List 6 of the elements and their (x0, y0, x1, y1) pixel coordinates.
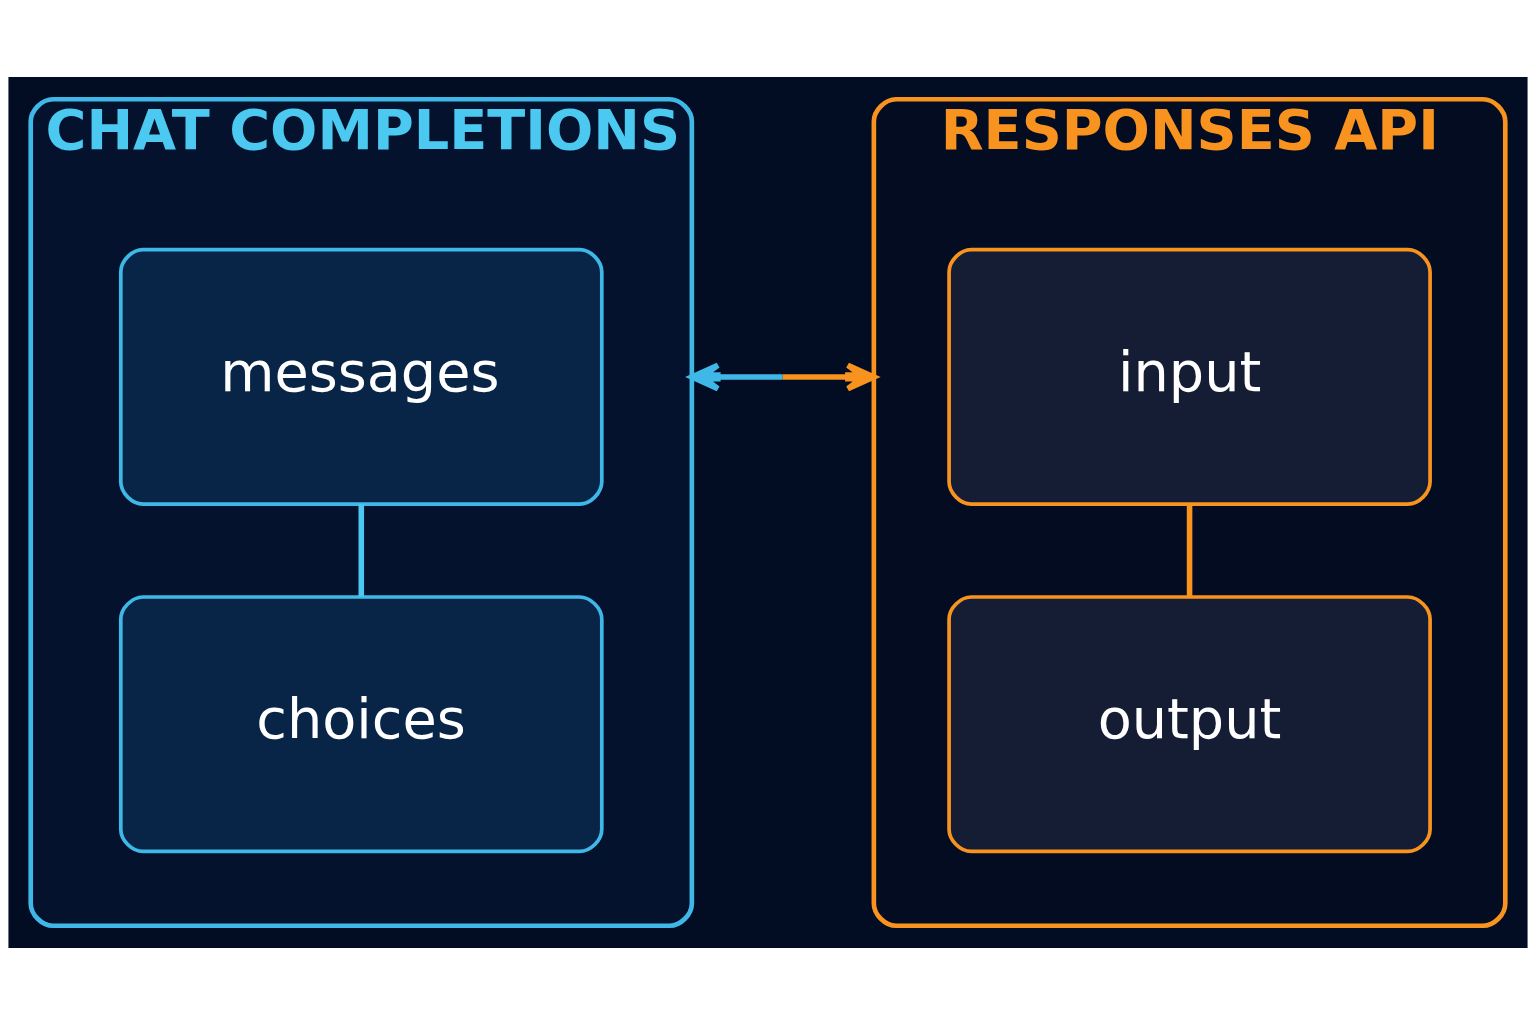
connector (1186, 503, 1193, 597)
node-box: input (947, 247, 1432, 506)
node-box: output (947, 594, 1432, 853)
node-box: messages (118, 247, 604, 506)
connector (358, 503, 365, 597)
node-box: choices (118, 594, 604, 853)
